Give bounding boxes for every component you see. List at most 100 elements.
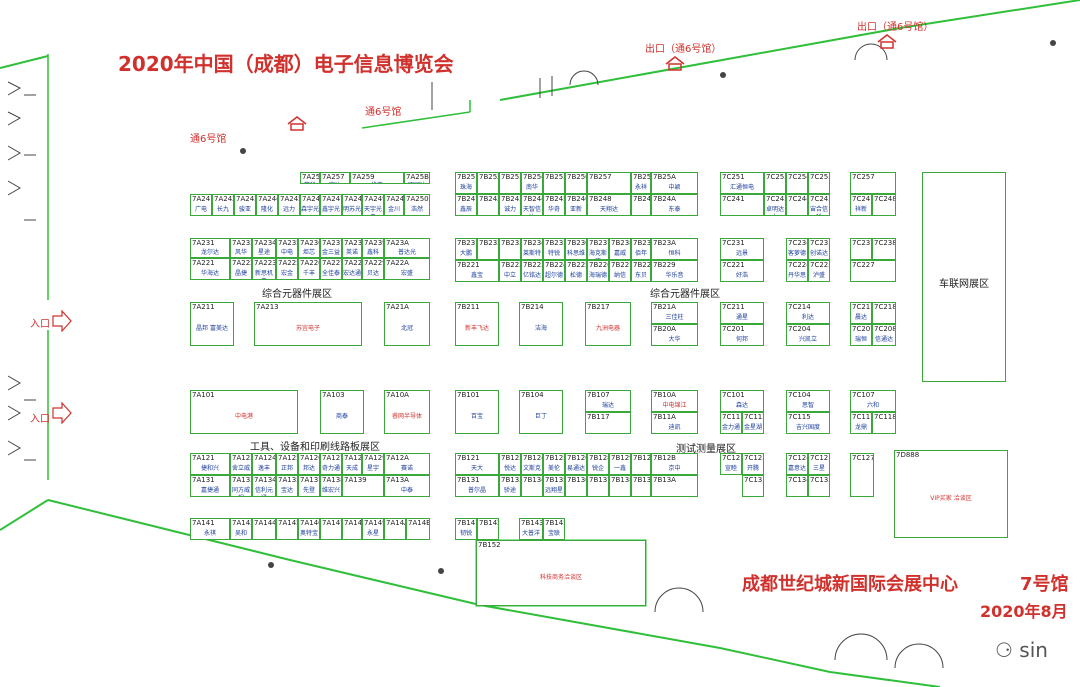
booth-7a222[interactable]: 7A222晶捷: [230, 258, 252, 280]
booth-7a144[interactable]: 7A144: [252, 518, 276, 540]
booth-7b117[interactable]: 7B117: [585, 412, 631, 434]
booth-7b245[interactable]: 7B245华奇: [543, 194, 565, 216]
booth-7c255[interactable]: 7C255: [808, 172, 830, 194]
booth-7b254[interactable]: 7B254南华: [521, 172, 543, 194]
booth-7b239[interactable]: 7B239佰年: [631, 238, 651, 260]
booth-7a246[interactable]: 7A246森宇光: [300, 194, 320, 216]
booth-7a244[interactable]: 7A244隆化: [256, 194, 278, 216]
booth-7b136[interactable]: 7B136: [565, 475, 587, 497]
booth-7b257[interactable]: 7B257: [587, 172, 631, 194]
booth-7c245[interactable]: 7C245宙合信科: [808, 194, 830, 216]
booth-7a229[interactable]: 7A229贝达: [362, 258, 384, 280]
booth-7b241[interactable]: 7B241鑫辰: [455, 194, 477, 216]
booth-7a236[interactable]: 7A236炬芯: [298, 238, 320, 258]
booth-7b233[interactable]: 7B233: [499, 238, 521, 260]
booth-7c235[interactable]: 7C235创诺达: [808, 238, 830, 260]
booth-7a127[interactable]: 7A127奇力通: [320, 453, 342, 475]
booth-7b141[interactable]: 7B141韧锐: [455, 518, 477, 540]
booth-7a249[interactable]: 7A249天宇光电: [362, 194, 384, 216]
booth-7a25b[interactable]: 7A25B明冠达: [404, 172, 430, 184]
booth-7c241[interactable]: 7C241: [720, 194, 764, 216]
booth-7a128[interactable]: 7A128天成: [342, 453, 362, 475]
booth-7b135[interactable]: 7B135远翔星: [543, 475, 565, 497]
booth-7a125[interactable]: 7A125正邦: [276, 453, 298, 475]
booth-7a248[interactable]: 7A248明苏光: [342, 194, 362, 216]
booth-7a243[interactable]: 7A243骏亚: [234, 194, 256, 216]
booth-7b259[interactable]: 7B259永祥: [631, 172, 651, 194]
booth-7a139[interactable]: 7A139: [342, 475, 384, 497]
booth-7a245[interactable]: 7A245远力: [278, 194, 300, 216]
booth-7b234[interactable]: 7B234莱斯特: [521, 238, 543, 260]
booth-7b134[interactable]: 7B134: [521, 475, 543, 497]
booth-7a137[interactable]: 7A137先登: [298, 475, 320, 497]
booth-7a138[interactable]: 7A138维宏兴: [320, 475, 342, 497]
booth-7b226[interactable]: 7B226海瑞德: [587, 260, 609, 282]
booth-7c227[interactable]: 7C227: [850, 260, 896, 282]
booth-7c127[interactable]: 7C127: [850, 453, 874, 497]
booth-7c123[interactable]: 7C123开腾: [742, 453, 764, 475]
booth-7b225[interactable]: 7B225松德: [565, 260, 587, 282]
booth-7b253[interactable]: 7B253: [499, 172, 521, 194]
booth-7a239[interactable]: 7A239鑫科: [362, 238, 384, 258]
booth-7b256[interactable]: 7B256: [565, 172, 587, 194]
booth-7c125[interactable]: 7C125三星: [808, 453, 830, 475]
booth-7b123[interactable]: 7B123悦达: [499, 453, 521, 475]
booth-7b246[interactable]: 7B246亚新: [565, 194, 587, 216]
booth-7b232[interactable]: 7B232: [477, 238, 499, 260]
booth-7a14a[interactable]: 7A14A: [384, 518, 406, 540]
booth-7b139[interactable]: 7B139: [631, 475, 651, 497]
booth-7a227[interactable]: 7A227全佳泰: [320, 258, 342, 280]
booth-7c238[interactable]: 7C238: [872, 238, 896, 260]
booth-7c117[interactable]: 7C117龙鼎: [850, 412, 872, 434]
booth-7a143[interactable]: 7A143吴和: [230, 518, 252, 540]
booth-7b231[interactable]: 7B231大鹏: [455, 238, 477, 260]
booth-7a133[interactable]: 7A133同方威视: [230, 475, 252, 497]
booth-7a241[interactable]: 7A241广电: [190, 194, 212, 216]
booth-7a145[interactable]: 7A145: [276, 518, 298, 540]
booth-7b129[interactable]: 7B129一鑫: [609, 453, 631, 475]
booth-7c207[interactable]: 7C207瑞恒: [850, 324, 872, 346]
booth-7a223[interactable]: 7A223新思机电: [252, 258, 276, 280]
booth-7c248[interactable]: 7C248: [872, 194, 896, 216]
booth-7b224[interactable]: 7B224超尔德: [543, 260, 565, 282]
booth-7a123[interactable]: 7A123舍立威: [230, 453, 252, 475]
booth-7a24a[interactable]: 7A24A金川: [384, 194, 404, 216]
booth-7b13a[interactable]: 7B13A: [651, 475, 698, 497]
booth-7a14b[interactable]: 7A14B: [406, 518, 430, 540]
